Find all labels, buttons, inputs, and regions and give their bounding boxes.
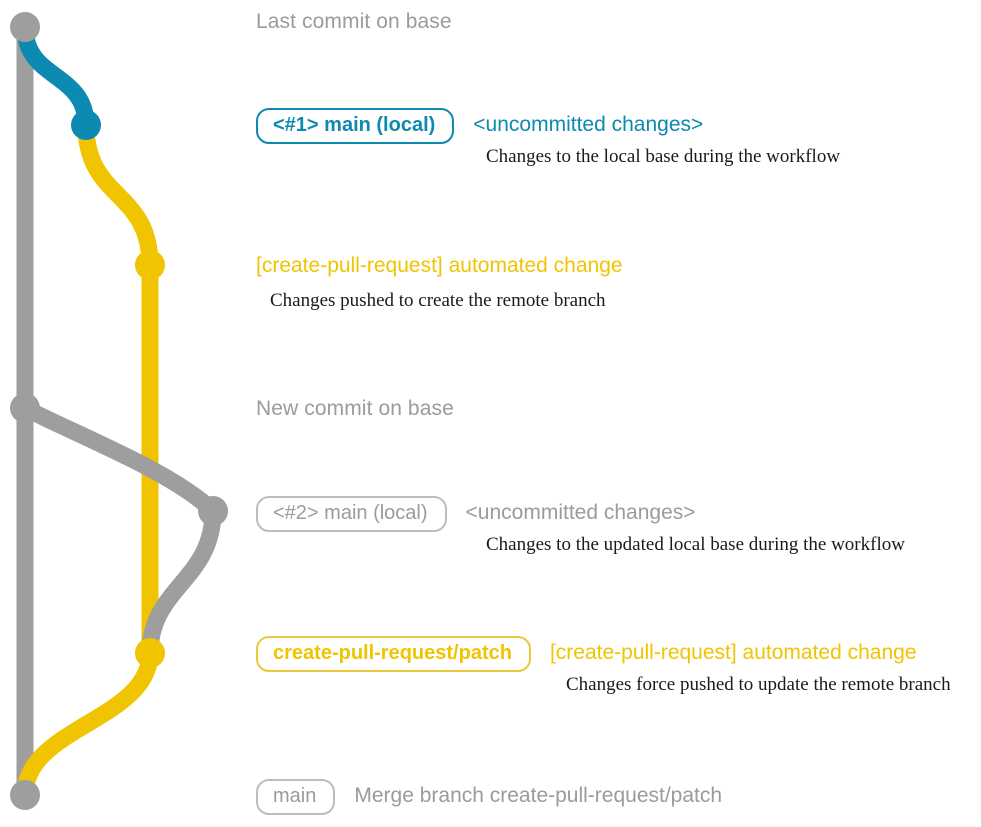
commit-node-base-last[interactable] <box>10 12 40 42</box>
commit-note-text: Last commit on base <box>256 10 452 33</box>
ref-badge-label: <#1> main (local) <box>273 114 436 136</box>
ref-badge-main-local-1[interactable]: <#1> main (local) <box>256 108 460 144</box>
commit-node-remote-1[interactable] <box>135 250 165 280</box>
ref-badge-main-local-2[interactable]: <#2> main (local) <box>256 496 452 532</box>
commit-description-local-2: Changes to the updated local base during… <box>486 534 905 555</box>
commit-subject: [create-pull-request] automated change <box>549 641 917 664</box>
commit-subject: <uncommitted changes> <box>473 113 704 136</box>
commit-subject: Merge branch create-pull-request/patch <box>354 784 723 807</box>
ref-badge-label: <#2> main (local) <box>273 502 428 524</box>
ref-badge-label: main <box>273 785 317 807</box>
graph-row-remote-change-2: create-pull-request/patch [create-pull-r… <box>256 636 917 672</box>
graph-row-remote-change-1: [create-pull-request] automated change <box>256 255 623 276</box>
graph-row-merge-commit: main Merge branch create-pull-request/pa… <box>256 779 722 815</box>
commit-description-local-1: Changes to the local base during the wor… <box>486 146 841 167</box>
commit-note-text: New commit on base <box>256 397 454 420</box>
local-to-remote-line-2 <box>141 502 222 662</box>
graph-row-new-commit-on-base: New commit on base <box>256 398 454 419</box>
commit-subject: <uncommitted changes> <box>465 501 696 524</box>
commit-node-base-new[interactable] <box>10 393 40 423</box>
commit-description-remote-2: Changes force pushed to update the remot… <box>566 674 951 695</box>
graph-row-local-change-1: <#1> main (local) <uncommitted changes> <box>256 108 703 144</box>
merge-branch-line <box>16 644 159 804</box>
local-branch-line-1 <box>16 18 95 134</box>
commit-subject: [create-pull-request] automated change <box>256 254 623 277</box>
commit-description-remote-1: Changes pushed to create the remote bran… <box>270 290 606 311</box>
remote-branch-line-1 <box>77 116 159 274</box>
local-branch-line-2 <box>16 399 222 520</box>
commit-node-local-1[interactable] <box>71 110 101 140</box>
commit-node-base-merge[interactable] <box>10 780 40 810</box>
commit-node-local-2[interactable] <box>198 496 228 526</box>
commit-node-remote-2[interactable] <box>135 638 165 668</box>
graph-row-local-change-2: <#2> main (local) <uncommitted changes> <box>256 496 696 532</box>
ref-badge-create-pull-request-patch[interactable]: create-pull-request/patch <box>256 636 536 672</box>
ref-badge-main[interactable]: main <box>256 779 341 815</box>
graph-row-last-commit-on-base: Last commit on base <box>256 11 452 32</box>
ref-badge-label: create-pull-request/patch <box>273 642 512 664</box>
